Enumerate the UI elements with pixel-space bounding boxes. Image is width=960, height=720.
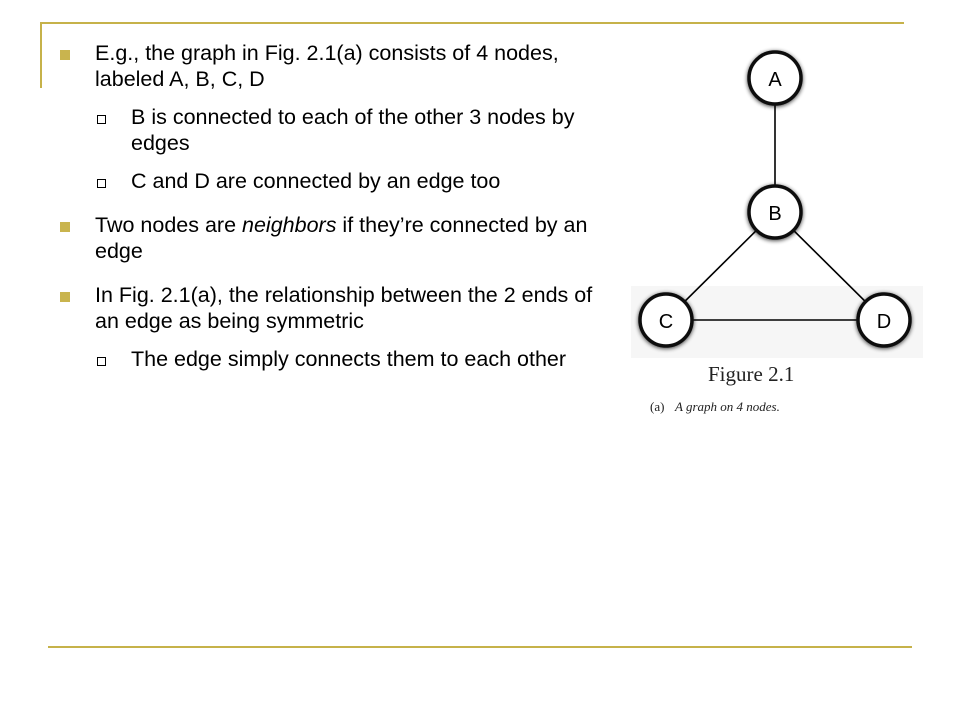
bullet-symmetry: In Fig. 2.1(a), the relationship between… <box>58 282 618 334</box>
graph-figure: A B C D Figure 2.1 (a) A graph on 4 node… <box>631 36 923 420</box>
hollow-square-bullet-icon <box>97 179 106 188</box>
bullet-text-before: Two nodes are <box>95 213 243 237</box>
hollow-square-bullet-icon <box>97 357 106 366</box>
node-d-label: D <box>877 311 891 333</box>
node-c-label: C <box>659 311 673 333</box>
square-bullet-icon <box>60 50 70 60</box>
bottom-rule <box>48 646 912 648</box>
sub-bullet-text: B is connected to each of the other 3 no… <box>131 105 575 155</box>
top-rule <box>40 22 904 24</box>
term-neighbors: neighbors <box>242 213 337 237</box>
node-b: B <box>747 184 803 240</box>
node-d: D <box>856 292 912 348</box>
sub-bullet-text: C and D are connected by an edge too <box>131 169 501 193</box>
bullet-neighbors: Two nodes are neighbors if they’re conne… <box>58 212 618 264</box>
bullet-text: E.g., the graph in Fig. 2.1(a) consists … <box>95 41 559 91</box>
square-bullet-icon <box>60 222 70 232</box>
caption-text: A graph on 4 nodes. <box>674 399 780 414</box>
caption-label: (a) <box>650 399 664 414</box>
bullet-graph-description: E.g., the graph in Fig. 2.1(a) consists … <box>58 40 618 92</box>
slide-body: E.g., the graph in Fig. 2.1(a) consists … <box>58 40 618 386</box>
node-a-label: A <box>768 69 782 91</box>
node-b-label: B <box>768 203 781 225</box>
hollow-square-bullet-icon <box>97 115 106 124</box>
left-rule <box>40 22 42 88</box>
figure-title: Figure 2.1 <box>708 362 794 386</box>
sub-bullet-edge-connects: The edge simply connects them to each ot… <box>58 346 618 372</box>
graph-svg: A B C D Figure 2.1 (a) A graph on 4 node… <box>631 36 923 414</box>
sub-bullet-b-connections: B is connected to each of the other 3 no… <box>58 104 618 156</box>
bullet-text-after: if they’re connected by an edge <box>95 213 588 263</box>
node-c: C <box>638 292 694 348</box>
sub-bullet-text: The edge simply connects them to each ot… <box>131 347 567 371</box>
sub-bullet-cd-edge: C and D are connected by an edge too <box>58 168 618 194</box>
node-a: A <box>747 50 803 106</box>
square-bullet-icon <box>60 292 70 302</box>
bullet-text: In Fig. 2.1(a), the relationship between… <box>95 283 593 333</box>
